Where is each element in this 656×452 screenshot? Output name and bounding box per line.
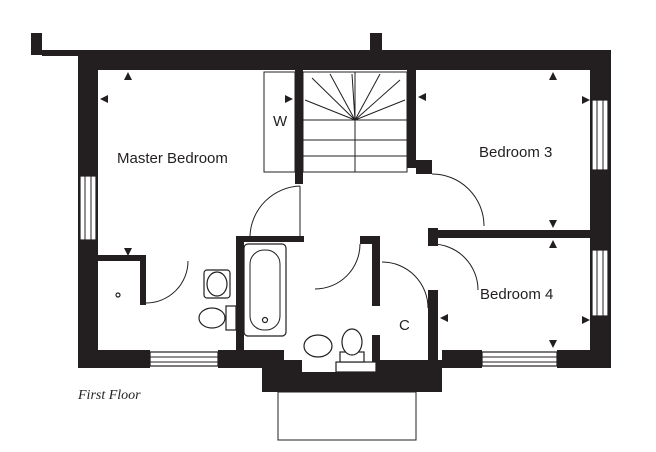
wardrobe-label: W	[273, 113, 288, 130]
interior-walls	[98, 70, 590, 373]
exterior-walls	[31, 33, 611, 392]
wardrobe	[263, 71, 296, 173]
porch	[277, 391, 417, 441]
bedroom-3-label: Bedroom 3	[479, 144, 553, 161]
cupboard-label: C	[399, 317, 410, 334]
staircase	[302, 71, 408, 173]
bedroom-4-label: Bedroom 4	[480, 286, 554, 303]
floor-label: First Floor	[78, 388, 141, 403]
dimension-markers	[100, 72, 590, 348]
doors	[145, 173, 485, 309]
bathroom-fixtures	[115, 243, 365, 363]
windows	[79, 99, 609, 373]
master-bedroom-label: Master Bedroom	[117, 150, 228, 167]
